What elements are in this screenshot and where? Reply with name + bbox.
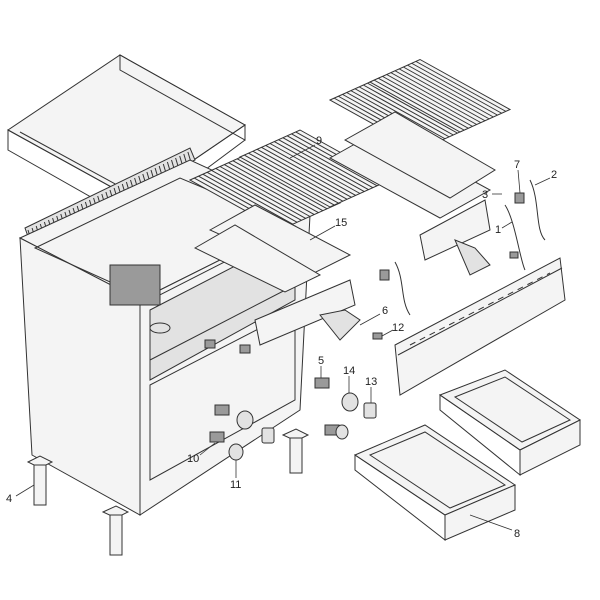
valves-knobs [209,377,377,461]
front-control-panel [394,257,566,396]
drawers [353,369,581,542]
burners [193,111,496,346]
cast-iron-grates [188,58,512,231]
callout-leaders [15,144,551,531]
callout-5: 5 [318,355,324,367]
callout-14: 14 [343,365,355,377]
ignition-parts [372,179,546,340]
callout-13: 13 [365,376,377,388]
callout-10: 10 [187,453,199,465]
callout-12: 12 [392,322,404,334]
grate [188,152,342,231]
callout-8: 8 [514,528,520,540]
callout-11: 11 [230,479,241,491]
callout-1: 1 [495,224,501,236]
grate [368,58,512,133]
callout-9: 9 [316,135,322,147]
adjustable-feet [26,428,310,556]
callout-15: 15 [335,217,347,229]
callout-4: 4 [6,493,12,505]
callout-3: 3 [482,189,488,201]
callout-labels: 9 15 7 2 3 1 6 12 5 14 13 10 11 4 8 [6,135,557,540]
callout-6: 6 [382,305,388,317]
callout-7: 7 [514,159,520,171]
callout-2: 2 [551,169,557,181]
